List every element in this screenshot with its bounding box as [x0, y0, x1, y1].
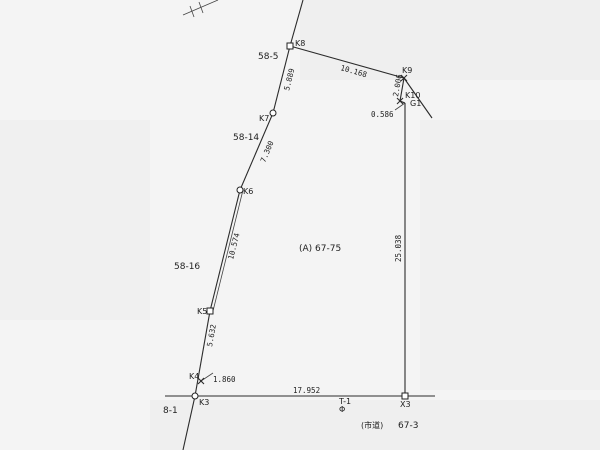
survey-points	[191, 42, 409, 400]
road-labels: T-1 Φ (市道)	[338, 397, 383, 430]
point-k8-label: K8	[295, 39, 305, 48]
point-labels: K8 K9 K10 G1 K7 K6 K5 K4 K3 X3	[189, 39, 421, 409]
road-name-label: (市道)	[361, 420, 383, 430]
point-x3-marker	[401, 392, 409, 400]
dim-k9-k10: 2.006	[391, 73, 404, 97]
dim-k8-k7: 5.889	[282, 67, 296, 91]
point-k3-label: K3	[199, 398, 209, 407]
dimension-labels: 10.168 2.006 0.586 5.889 7.300 10.574 5.…	[205, 63, 404, 395]
point-k6-label: K6	[243, 187, 253, 196]
lot-58-16-label: 58-16	[174, 262, 200, 272]
point-g1-label: G1	[410, 99, 421, 108]
edge-k7-k8	[272, 45, 291, 114]
point-k9-marker	[400, 74, 408, 82]
point-k10-marker	[396, 97, 404, 105]
edge-k5-k6	[209, 189, 241, 312]
stray-tick-1	[189, 5, 195, 18]
road-code-label: T-1	[338, 397, 351, 406]
south-extension-line	[182, 395, 196, 450]
lot-58-14-label: 58-14	[233, 133, 259, 143]
point-k4-marker	[197, 377, 205, 385]
point-k8-marker	[286, 42, 294, 50]
point-k9-label: K9	[402, 66, 412, 75]
north-extension-line	[289, 0, 304, 47]
point-k10-label: K10	[405, 91, 420, 100]
point-k7-marker	[269, 109, 277, 117]
edge-k8-k9	[289, 45, 405, 79]
stray-boundary-line	[182, 0, 219, 16]
edge-k9-k10	[399, 77, 405, 102]
edge-k3-k5	[194, 310, 211, 397]
stray-tick-2	[198, 1, 204, 14]
road-symbol-label: Φ	[339, 405, 345, 414]
dim-g1-x3: 25.038	[394, 234, 403, 262]
lot-58-5-label: 58-5	[258, 52, 278, 62]
dim-k5-k3: 5.632	[205, 324, 218, 348]
g1-leader-line	[394, 102, 406, 111]
lot-67-3-label: 67-3	[398, 421, 418, 431]
lot-8-1-label: 8-1	[163, 406, 178, 416]
point-k6-marker	[236, 186, 244, 194]
east-diagonal-line	[403, 77, 433, 119]
point-k3-marker	[191, 392, 199, 400]
edge-k6-k7	[239, 112, 274, 191]
point-k5-marker	[206, 307, 214, 315]
lot-main-label: (A) 67-75	[299, 244, 341, 254]
lot-labels: (A) 67-75 58-5 58-14 58-16 8-1 67-3	[163, 52, 418, 431]
dim-k7-k6: 7.300	[259, 139, 276, 164]
parcel-boundary	[194, 45, 406, 397]
dim-k3-x3: 17.952	[293, 386, 320, 395]
point-k7-label: K7	[259, 114, 269, 123]
point-x3-label: X3	[400, 400, 411, 409]
dim-k4-k3: 1.860	[213, 375, 236, 384]
point-k4-label: K4	[189, 372, 199, 381]
point-k5-label: K5	[197, 307, 207, 316]
dim-g1-offset: 0.586	[371, 110, 394, 119]
k6-double-line	[212, 189, 244, 312]
